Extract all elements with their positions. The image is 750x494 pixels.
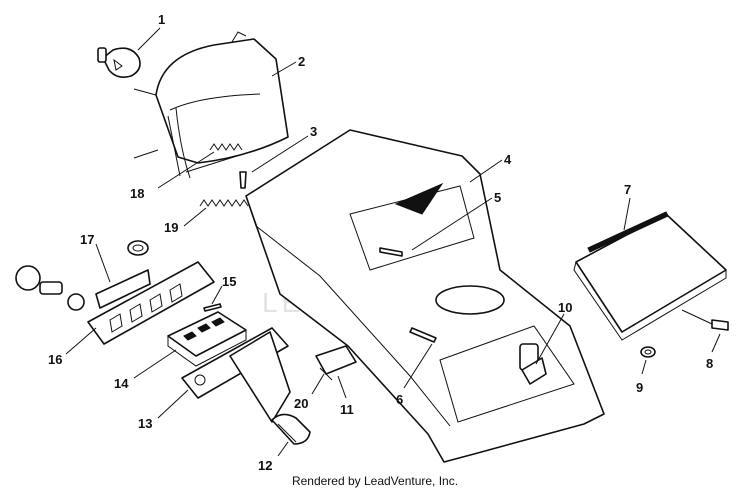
callout-label-15: 15 xyxy=(222,274,236,289)
callout-label-18: 18 xyxy=(130,186,144,201)
part-console-hood xyxy=(245,129,605,463)
part-switch-bracket xyxy=(87,261,215,345)
callout-label-12: 12 xyxy=(258,458,272,473)
callout-label-19: 19 xyxy=(164,220,178,235)
part-plug xyxy=(521,357,547,385)
callout-label-6: 6 xyxy=(396,392,403,407)
callout-6: 6 xyxy=(396,343,433,407)
callout-label-3: 3 xyxy=(310,124,317,139)
callout-label-17: 17 xyxy=(80,232,94,247)
callout-label-10: 10 xyxy=(558,300,572,315)
callout-label-11: 11 xyxy=(340,402,354,417)
callout-label-2: 2 xyxy=(298,54,305,69)
part-washer xyxy=(640,346,656,358)
credit-text: Rendered by LeadVenture, Inc. xyxy=(291,474,459,488)
callout-label-7: 7 xyxy=(624,182,631,197)
part-spring-19 xyxy=(199,199,249,207)
callout-19: 19 xyxy=(164,207,207,235)
part-screw-5 xyxy=(379,247,403,257)
part-spring-18 xyxy=(209,143,243,151)
callout-15: 15 xyxy=(211,274,236,305)
callout-label-1: 1 xyxy=(158,12,165,27)
callout-20: 20 xyxy=(294,373,325,411)
part-connector-11 xyxy=(315,345,357,375)
part-ignition-switch xyxy=(15,265,85,311)
part-cover-plate xyxy=(573,211,727,341)
callout-7: 7 xyxy=(623,182,631,231)
callout-label-8: 8 xyxy=(706,356,713,371)
part-pin xyxy=(203,303,222,312)
callout-18: 18 xyxy=(130,151,215,201)
part-bulb xyxy=(97,47,141,78)
callout-8: 8 xyxy=(706,333,721,371)
callout-10: 10 xyxy=(535,300,572,365)
callout-label-14: 14 xyxy=(114,376,129,391)
callout-9: 9 xyxy=(636,359,647,395)
callout-12: 12 xyxy=(258,441,289,473)
part-bezel-strip xyxy=(95,269,151,309)
callout-11: 11 xyxy=(337,375,354,417)
callout-4: 4 xyxy=(469,152,512,183)
callout-13: 13 xyxy=(138,389,189,431)
part-connector-block xyxy=(167,311,247,367)
callout-3: 3 xyxy=(251,124,317,173)
callout-label-16: 16 xyxy=(48,352,62,367)
callout-16: 16 xyxy=(48,327,97,367)
part-grommet xyxy=(127,240,149,256)
part-screw-6 xyxy=(409,327,437,343)
part-mounting-bracket xyxy=(181,327,291,423)
callout-2: 2 xyxy=(271,54,305,77)
part-wing-screw xyxy=(681,309,729,331)
callout-17: 17 xyxy=(80,232,111,283)
part-lamp-socket xyxy=(271,413,311,445)
callout-14: 14 xyxy=(114,349,177,391)
callout-label-20: 20 xyxy=(294,396,308,411)
part-headlight-housing xyxy=(133,31,289,179)
part-screw-3 xyxy=(239,171,247,189)
callout-5: 5 xyxy=(411,190,501,251)
callout-label-13: 13 xyxy=(138,416,152,431)
callout-label-9: 9 xyxy=(636,380,643,395)
callout-label-5: 5 xyxy=(494,190,501,205)
callout-label-4: 4 xyxy=(504,152,512,167)
callout-1: 1 xyxy=(137,12,165,51)
